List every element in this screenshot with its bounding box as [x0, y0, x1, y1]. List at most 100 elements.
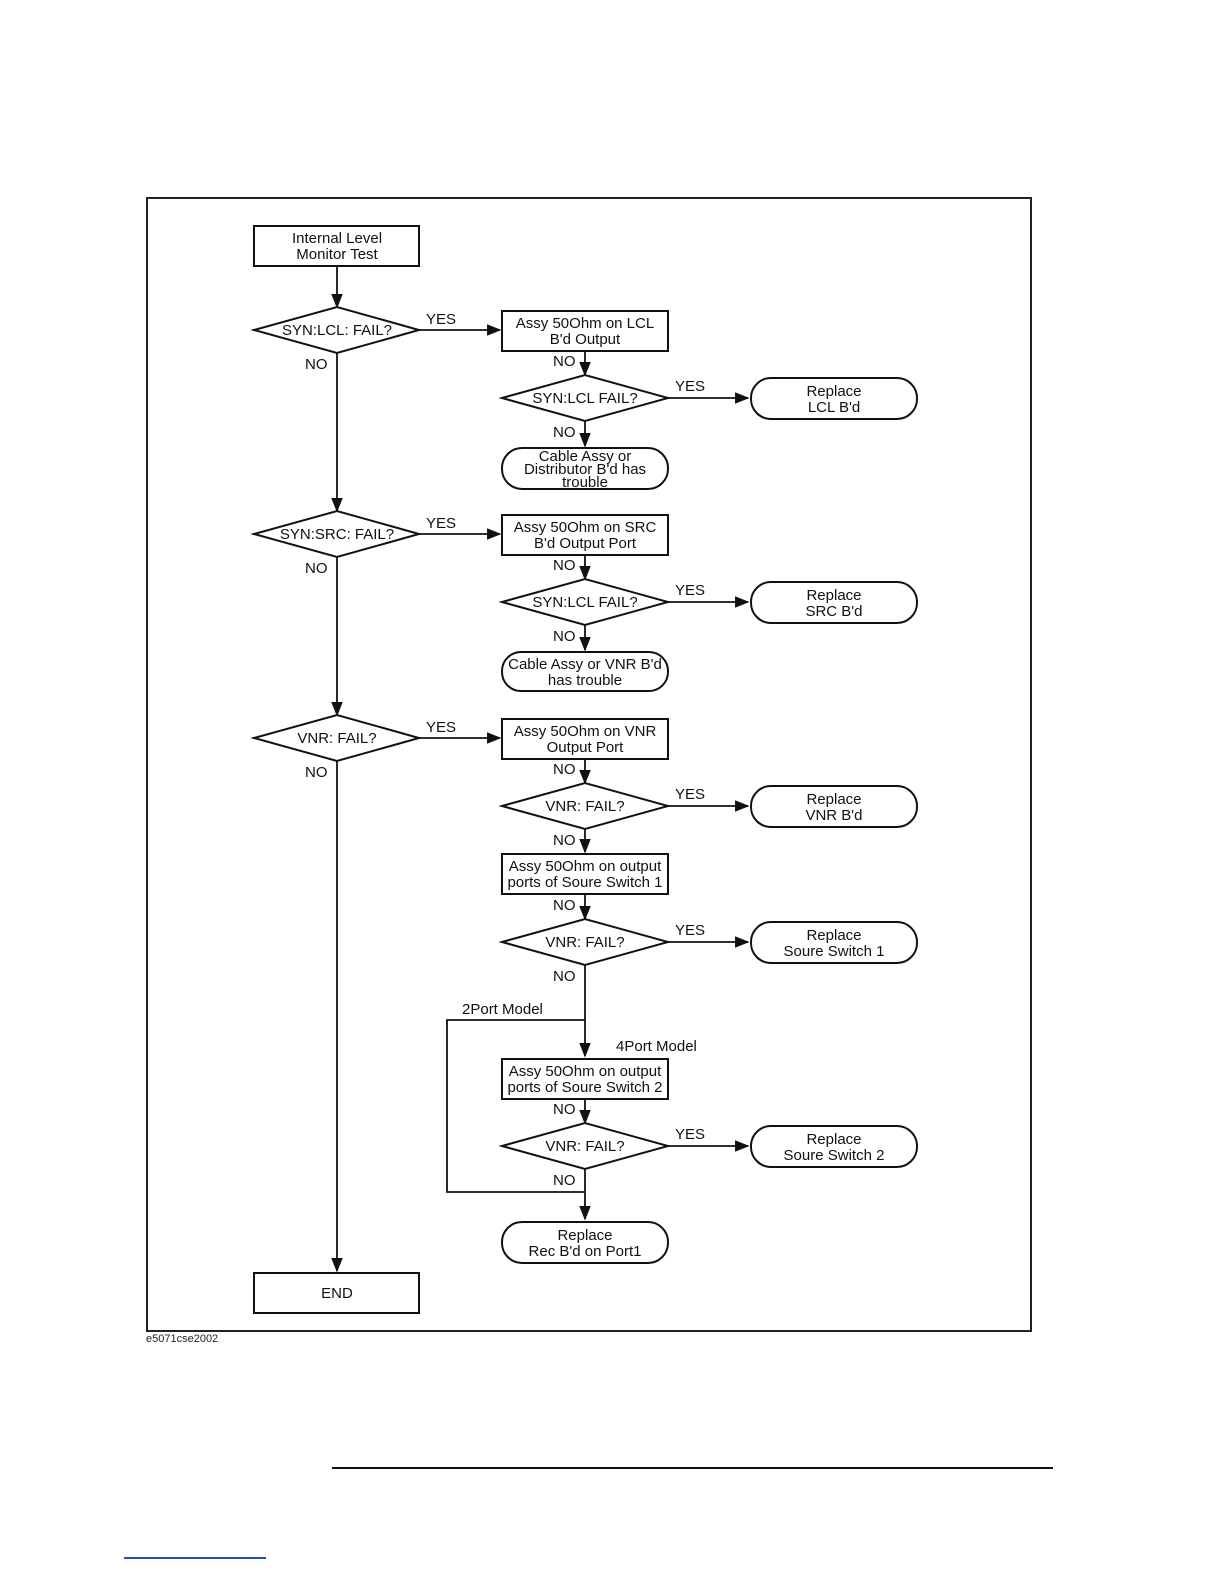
node-text-line: Replace [806, 927, 861, 944]
no-label: NO [553, 1172, 576, 1189]
footer-link-underline[interactable] [124, 1557, 266, 1559]
yes-label: YES [675, 922, 705, 939]
replace-rec-terminal [501, 1221, 669, 1264]
node-text-line: has trouble [548, 672, 622, 689]
no-label: NO [553, 832, 576, 849]
assy-src-box [501, 514, 669, 556]
connectors [331, 266, 750, 1273]
node-text-line: Assy 50Ohm on output [509, 858, 662, 875]
vnr-fail-2-label: VNR: FAIL? [545, 798, 624, 815]
vnr-fail-3-diamond [498, 917, 672, 967]
node-text-line: B'd Output Port [534, 535, 637, 552]
node-text-line: SYN:SRC: FAIL? [280, 526, 394, 543]
yes-label: YES [675, 582, 705, 599]
node-text-line: Output Port [547, 739, 625, 756]
node-text-line: Distributor B'd has [524, 461, 646, 478]
vnr-fail-4-label: VNR: FAIL? [545, 1138, 624, 1155]
vnr-fail-2-diamond [498, 781, 672, 831]
syn-lcl-fail-3-label: SYN:LCL FAIL? [532, 594, 637, 611]
node-text-line: trouble [562, 474, 608, 491]
vnr-fail-3-label: VNR: FAIL? [545, 934, 624, 951]
node-text-line: Assy 50Ohm on SRC [514, 519, 657, 536]
no-label: NO [553, 628, 576, 645]
node-text-line: SRC B'd [805, 603, 862, 620]
no-label: NO [553, 1101, 576, 1118]
node-text-line: Assy 50Ohm on output [509, 1063, 662, 1080]
replace-src-terminal [750, 581, 918, 624]
yes-label: YES [426, 311, 456, 328]
replace-switch2-terminal [750, 1125, 918, 1168]
no-label: NO [553, 897, 576, 914]
yes-label: YES [675, 786, 705, 803]
node-text-line: Replace [806, 1131, 861, 1148]
yes-label: YES [675, 378, 705, 395]
no-label: NO [305, 560, 328, 577]
node-text-line: Replace [806, 383, 861, 400]
four-port-model-label: 4Port Model [616, 1038, 697, 1055]
node-text-line: Replace [806, 791, 861, 808]
node-text-line: SYN:LCL FAIL? [532, 390, 637, 407]
node-text-line: Replace [806, 587, 861, 604]
figure-caption: e5071cse2002 [146, 1333, 219, 1345]
diagram-frame [146, 197, 1032, 1332]
syn-lcl-fail-diamond [250, 305, 423, 355]
no-label: NO [553, 557, 576, 574]
syn-lcl-fail-label: SYN:LCL: FAIL? [282, 322, 392, 339]
vnr-fail-diamond [250, 713, 423, 763]
node-text-line: VNR: FAIL? [545, 934, 624, 951]
yes-label: YES [675, 1126, 705, 1143]
edge-labels: YES NO NO YES NO YES NO NO YES NO YES NO… [305, 311, 705, 1189]
node-text-line: Internal Level [292, 230, 382, 247]
replace-lcl-terminal [750, 377, 918, 420]
syn-src-fail-label: SYN:SRC: FAIL? [280, 526, 394, 543]
replace-vnr-terminal [750, 785, 918, 828]
line-2port-bypass [446, 1019, 585, 1193]
syn-lcl-fail-2-diamond [498, 373, 672, 423]
node-text-line: Replace [557, 1227, 612, 1244]
footer-rule [332, 1467, 1053, 1469]
node-text-line: Cable Assy or [539, 448, 632, 465]
yes-label: YES [426, 719, 456, 736]
node-text-line: B'd Output [550, 331, 621, 348]
syn-src-fail-diamond [250, 509, 423, 559]
no-label: NO [553, 424, 576, 441]
node-text-line: VNR B'd [805, 807, 862, 824]
yes-label: YES [426, 515, 456, 532]
no-label: NO [305, 764, 328, 781]
node-text-line: Cable Assy or VNR B'd [508, 656, 662, 673]
node-text-line: Assy 50Ohm on LCL [516, 315, 654, 332]
two-port-model-label: 2Port Model [462, 1001, 543, 1018]
node-text-line: VNR: FAIL? [545, 798, 624, 815]
end-label: END [321, 1285, 353, 1302]
node-text-line: SYN:LCL FAIL? [532, 594, 637, 611]
node-text-line: Rec B'd on Port1 [529, 1243, 642, 1260]
syn-lcl-fail-3-diamond [498, 577, 672, 627]
no-label: NO [305, 356, 328, 373]
node-text-line: ports of Soure Switch 1 [507, 874, 662, 891]
no-label: NO [553, 353, 576, 370]
node-text-line: Assy 50Ohm on VNR [514, 723, 657, 740]
node-text-line: Soure Switch 1 [784, 943, 885, 960]
replace-switch1-terminal [750, 921, 918, 964]
assy-switch2-box [501, 1058, 669, 1100]
vnr-fail-4-diamond [498, 1121, 672, 1171]
cable-vnr-terminal [501, 651, 669, 692]
cable-distributor-terminal [501, 447, 669, 490]
node-text-line: ports of Soure Switch 2 [507, 1079, 662, 1096]
node-text-line: END [321, 1285, 353, 1302]
syn-lcl-fail-2-label: SYN:LCL FAIL? [532, 390, 637, 407]
node-text-line: LCL B'd [808, 399, 860, 416]
